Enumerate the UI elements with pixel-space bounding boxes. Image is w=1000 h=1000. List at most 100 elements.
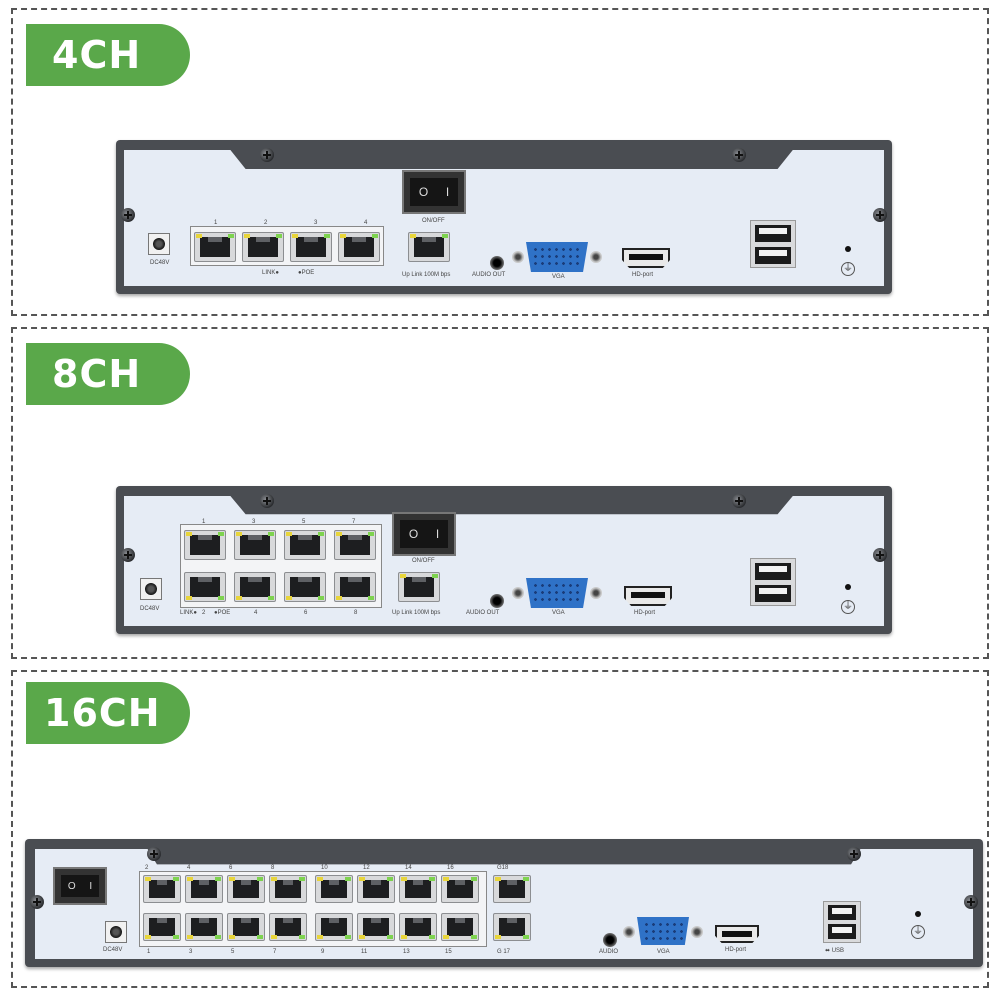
port-number: 15 bbox=[445, 949, 452, 955]
poe-port-1[interactable] bbox=[143, 913, 181, 941]
uplink-port[interactable] bbox=[398, 572, 440, 602]
section-8ch: 8CH DC48V 1 3 5 7 LINK● 2 ●POE 4 bbox=[11, 327, 989, 659]
vga-port[interactable] bbox=[512, 242, 602, 272]
port-number: 5 bbox=[302, 519, 306, 525]
poe-label: ●POE bbox=[214, 610, 231, 616]
dc-label: DC48V bbox=[140, 606, 160, 612]
dc-power-jack[interactable] bbox=[105, 921, 127, 943]
vga-port[interactable] bbox=[623, 917, 703, 945]
indicator-dot bbox=[845, 584, 851, 590]
screw-icon bbox=[147, 847, 161, 861]
ground-icon: ⏚ bbox=[911, 925, 925, 939]
switch-on-symbol: I bbox=[89, 880, 93, 892]
usb-ports[interactable] bbox=[750, 558, 796, 606]
poe-label: ●POE bbox=[298, 270, 315, 276]
poe-port-1[interactable] bbox=[184, 530, 226, 560]
poe-port-6[interactable] bbox=[284, 572, 326, 602]
indicator-dot bbox=[845, 246, 851, 252]
switch-on-symbol: I bbox=[435, 527, 440, 541]
screw-icon bbox=[30, 895, 44, 909]
poe-port-5[interactable] bbox=[284, 530, 326, 560]
uplink-port[interactable] bbox=[408, 232, 450, 262]
ground-icon: ⏚ bbox=[841, 262, 855, 276]
hdmi-port[interactable] bbox=[715, 925, 759, 943]
usb-ports[interactable] bbox=[750, 220, 796, 268]
port-number: 2 bbox=[145, 865, 149, 871]
poe-port-6[interactable] bbox=[227, 875, 265, 903]
port-number: 4 bbox=[187, 865, 191, 871]
poe-port-8[interactable] bbox=[334, 572, 376, 602]
port-number: 8 bbox=[354, 610, 358, 616]
port-number: 7 bbox=[273, 949, 277, 955]
port-number: 2 bbox=[202, 610, 206, 616]
usb-ports[interactable] bbox=[823, 901, 861, 943]
poe-port-2[interactable] bbox=[143, 875, 181, 903]
poe-port-9[interactable] bbox=[315, 913, 353, 941]
poe-port-15[interactable] bbox=[441, 913, 479, 941]
audio-label: AUDIO OUT bbox=[472, 272, 506, 278]
screw-icon bbox=[121, 208, 135, 222]
audio-label: AUDIO OUT bbox=[466, 610, 500, 616]
poe-port-8[interactable] bbox=[269, 875, 307, 903]
uplink-port-g18[interactable] bbox=[493, 875, 531, 903]
switch-on-symbol: I bbox=[445, 185, 450, 199]
poe-port-4[interactable] bbox=[185, 875, 223, 903]
port-number: 4 bbox=[364, 220, 368, 226]
uplink-g18-label: G18 bbox=[497, 865, 509, 871]
vga-label: VGA bbox=[552, 610, 565, 616]
hdmi-port[interactable] bbox=[622, 248, 670, 268]
poe-port-3[interactable] bbox=[185, 913, 223, 941]
poe-port-2[interactable] bbox=[184, 572, 226, 602]
poe-port-10[interactable] bbox=[315, 875, 353, 903]
ground-icon: ⏚ bbox=[841, 600, 855, 614]
port-number: 13 bbox=[403, 949, 410, 955]
poe-port-7[interactable] bbox=[269, 913, 307, 941]
poe-port-1[interactable] bbox=[194, 232, 236, 262]
usb-label: ⬌ USB bbox=[825, 948, 845, 954]
audio-out-jack[interactable] bbox=[490, 594, 504, 608]
poe-port-16[interactable] bbox=[441, 875, 479, 903]
link-label: LINK● bbox=[262, 270, 279, 276]
dc-power-jack[interactable] bbox=[148, 233, 170, 255]
dc-power-jack[interactable] bbox=[140, 578, 162, 600]
switch-label: ON/OFF bbox=[422, 218, 445, 224]
uplink-g17-label: G 17 bbox=[497, 949, 511, 955]
poe-port-11[interactable] bbox=[357, 913, 395, 941]
poe-port-12[interactable] bbox=[357, 875, 395, 903]
audio-out-jack[interactable] bbox=[603, 933, 617, 947]
hdmi-label: HD-port bbox=[725, 947, 747, 953]
poe-port-4[interactable] bbox=[338, 232, 380, 262]
port-number: 5 bbox=[231, 949, 235, 955]
vga-port[interactable] bbox=[512, 578, 602, 608]
uplink-label: Up Link 100M bps bbox=[392, 610, 441, 616]
poe-port-14[interactable] bbox=[399, 875, 437, 903]
port-number: 10 bbox=[321, 865, 328, 871]
vga-label: VGA bbox=[657, 949, 670, 955]
screw-icon bbox=[873, 548, 887, 562]
hdmi-label: HD-port bbox=[632, 272, 654, 278]
audio-label: AUDIO bbox=[599, 949, 619, 955]
badge-16ch: 16CH bbox=[26, 682, 190, 744]
badge-8ch: 8CH bbox=[26, 343, 190, 405]
poe-port-4[interactable] bbox=[234, 572, 276, 602]
poe-port-3[interactable] bbox=[234, 530, 276, 560]
poe-port-3[interactable] bbox=[290, 232, 332, 262]
port-number: 6 bbox=[229, 865, 233, 871]
hdmi-port[interactable] bbox=[624, 586, 672, 606]
dc-label: DC48V bbox=[103, 947, 123, 953]
uplink-port-g17[interactable] bbox=[493, 913, 531, 941]
port-number: 12 bbox=[363, 865, 370, 871]
port-number: 1 bbox=[147, 949, 151, 955]
poe-port-2[interactable] bbox=[242, 232, 284, 262]
poe-port-7[interactable] bbox=[334, 530, 376, 560]
poe-port-13[interactable] bbox=[399, 913, 437, 941]
audio-out-jack[interactable] bbox=[490, 256, 504, 270]
poe-port-5[interactable] bbox=[227, 913, 265, 941]
